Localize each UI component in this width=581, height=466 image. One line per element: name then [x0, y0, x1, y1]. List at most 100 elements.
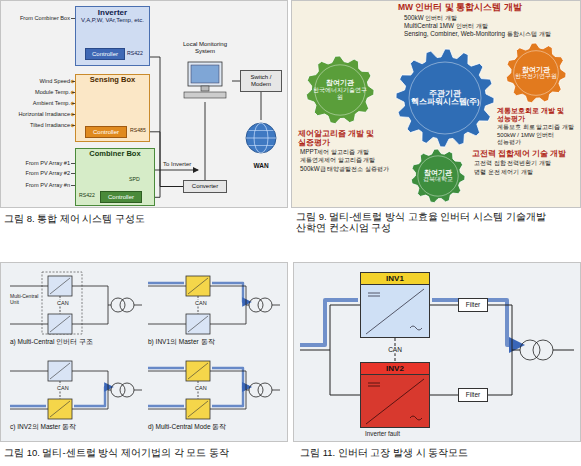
text-label: Wind Speed [2, 78, 70, 84]
inverter-body [360, 285, 430, 338]
process-box: INV1 [360, 272, 430, 338]
grid-line [272, 390, 280, 391]
text-label: c) INV2의 Master 동작 [10, 423, 144, 430]
inverter-diagonal [50, 316, 70, 332]
text-label: MW 인버터 및 통합시스템 개발 [398, 3, 576, 13]
process-box: InverterV,A,P,W, VAr,Temp, etc.Controlle… [75, 6, 150, 66]
connector-label: CAN [387, 346, 403, 353]
dc-input [10, 409, 48, 410]
keyboard-icon [184, 92, 226, 98]
flow-arrow [148, 282, 184, 284]
gear-node: 참여기관한국에너지기술연구원 [305, 55, 375, 125]
text-label: CAN [194, 300, 208, 306]
inverter-block [48, 276, 72, 296]
text-label: 500kW급 태양광발전소 실증평가 [300, 165, 404, 172]
node-text: Converter [192, 183, 218, 190]
transformer-coil [111, 383, 125, 397]
text-label: d) Multi-Central Mode 동작 [148, 423, 282, 430]
connector [261, 92, 262, 120]
globe-icon [246, 123, 276, 153]
ac-bus [108, 305, 111, 306]
monitor-stand [201, 86, 209, 91]
connector [232, 81, 240, 82]
flow-arrow [10, 405, 46, 407]
inverter-diagonal [188, 316, 208, 332]
gear-node: 주관기관헥스파워시스템(주) [395, 48, 495, 148]
text-label: 계통연계제어 알고리즘 개발 [300, 156, 404, 163]
flow-arrow [432, 300, 517, 345]
dc-input [148, 371, 186, 372]
ac-output [210, 324, 246, 325]
dc-symbol [368, 386, 380, 387]
node-text: Local Monitoring System [179, 41, 231, 55]
text-label: MultiCentral 1MW 인버터 개발 [404, 22, 576, 29]
dc-symbol [368, 293, 380, 294]
text-label: Sensing, Combiner, Web-Monitoring 통합시스템 … [404, 30, 576, 37]
node-text: Sensing Box [90, 76, 135, 85]
text-label: 500kW 인버터 개발 [404, 14, 576, 21]
dc-symbol [368, 383, 380, 384]
text-label: CAN [194, 385, 208, 391]
process-box: Controller [85, 48, 125, 60]
node-text: 참여기관 [326, 79, 354, 86]
figure-panel [0, 262, 288, 442]
node-text: Combiner Box [89, 150, 140, 159]
globe-parallel [249, 145, 274, 146]
ac-output [488, 305, 512, 306]
node-text: V,A,P,W, VAr,Temp, etc. [81, 17, 144, 24]
node-text: Controller [108, 194, 134, 201]
ac-symbol [410, 326, 422, 330]
dc-input [148, 409, 186, 410]
text-label: 병렬 운전 제어기 개발 [474, 168, 577, 175]
inverter-diagonal [50, 401, 70, 417]
node-text: WAN [253, 162, 268, 169]
transformer-coil [258, 383, 272, 397]
dc-input [330, 395, 360, 396]
grid-line [272, 305, 280, 306]
globe-parallel [249, 130, 274, 131]
process-box: Local Monitoring System [178, 40, 232, 102]
text-label: b) INV1의 Master 동작 [148, 338, 282, 345]
text-label: SPD [129, 177, 145, 183]
inverter-diagonal [366, 379, 424, 424]
process-box: Filter [458, 298, 488, 312]
process-box: Controller [100, 191, 142, 203]
text-label: 계통보호회로 개발 및 성능평가 [497, 107, 577, 123]
text-label: 계통보호 회로 알고리즘 개발 [497, 124, 577, 131]
figure-caption: 그림 8. 통합 제어 시스템 구성도 [4, 214, 286, 225]
ac-output [72, 286, 108, 287]
text-label: Tilted Irradiance [2, 122, 70, 128]
gear-hub [409, 62, 481, 134]
connector [205, 102, 206, 180]
text-label: 500kW / 1MW 인버터 성능평가 [497, 132, 577, 146]
screen-icon [191, 65, 219, 83]
ac-symbol [410, 416, 422, 420]
process-box: Switch / Modem [240, 70, 282, 92]
transformer-coil [120, 383, 134, 397]
node-text: INV2 [361, 363, 429, 375]
text-label: Module Temp. [2, 89, 70, 95]
node-text: 주관기관 [429, 89, 461, 98]
node-text: Filter [466, 301, 480, 308]
node-text: INV1 [361, 273, 429, 285]
node-text: 경북대학교 [423, 176, 453, 183]
ac-bus [108, 390, 111, 391]
inverter-body-fault [360, 375, 430, 428]
text-label: From PV Array #n [2, 182, 70, 188]
flow-arrow [212, 387, 247, 406]
flow-arrow [74, 387, 109, 406]
ac-output [210, 409, 246, 410]
inverter-block [48, 361, 72, 381]
text-label: CAN [56, 385, 70, 391]
inverter-block [186, 399, 210, 419]
ac-output [210, 286, 246, 287]
transformer-coil [258, 298, 272, 312]
process-box: Filter [458, 388, 488, 402]
node-text: 한국에너지기술연구원 [313, 87, 368, 101]
gear-hub [418, 156, 458, 196]
ac-output [72, 371, 108, 372]
text-label: 제어알고리즘 개발 및 실증평가 [298, 130, 402, 147]
gear-hub [514, 51, 559, 96]
